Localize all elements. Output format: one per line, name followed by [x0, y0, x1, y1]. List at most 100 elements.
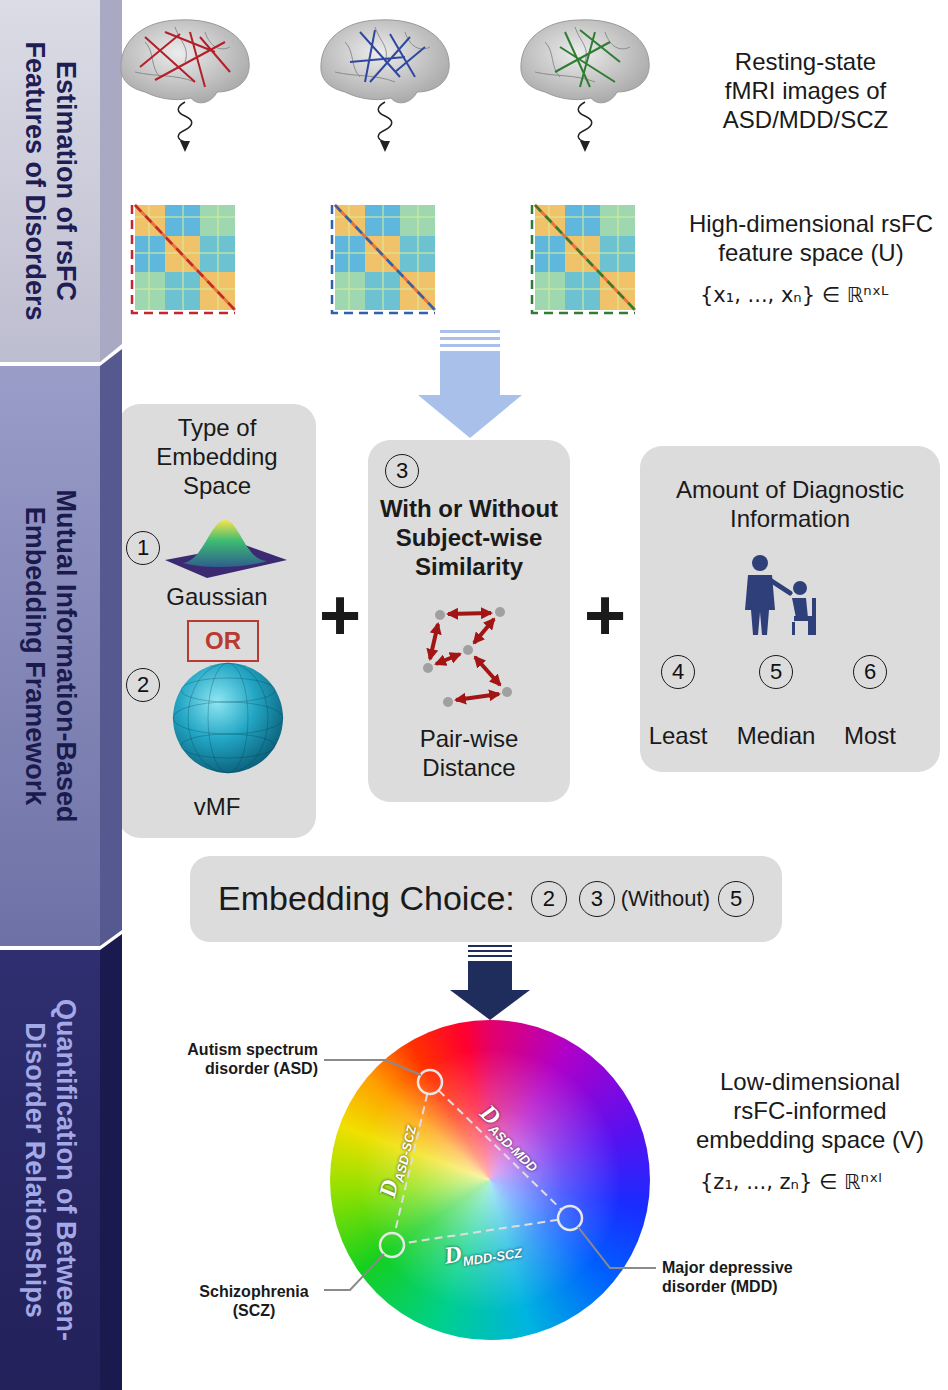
section-band: Quantification of Between-Disorder Relat… [0, 950, 100, 1390]
illustration-rect [440, 337, 500, 340]
text-holder: Pair-wise Distance [373, 725, 565, 783]
label-text: Schizophrenia (SCZ) [190, 1282, 318, 1320]
text-holder: {z₁, ..., zₙ} ∈ ℝⁿˣˡ [700, 1170, 882, 1195]
option-number: 6 [853, 655, 887, 689]
label-text: High-dimensional rsFC feature space (U) [686, 210, 936, 268]
illustration-circle [443, 697, 453, 707]
band-facet [100, 0, 122, 362]
vmf-sphere [173, 663, 283, 773]
number-text: 6 [864, 661, 876, 683]
label-text: {z₁, ..., zₙ} ∈ ℝⁿˣˡ [700, 1170, 882, 1195]
illustration-path [535, 27, 630, 82]
panel-text: Pair-wise Distance [373, 725, 565, 783]
number-text: 3 [396, 460, 408, 482]
text-holder: {x₁, ..., xₙ} ∈ ℝⁿˣᴸ [700, 283, 888, 308]
illustration-ellipse [208, 663, 248, 773]
illustration-path [578, 102, 592, 142]
choice-heading: Embedding Choice: [218, 879, 515, 918]
panel-text: Most [835, 722, 905, 751]
squiggle-arrow [578, 102, 592, 152]
panel-heading: Type of Embedding Space [128, 414, 306, 500]
matrix-outline [132, 205, 235, 313]
arrow-stripe [468, 950, 512, 952]
number-text: 2 [543, 888, 555, 910]
arrow-head [450, 990, 530, 1020]
number-text: 1 [137, 537, 149, 559]
text-holder: DASD-SCZ [358, 1147, 433, 1174]
or-text: OR [205, 629, 241, 653]
plus-sign: + [319, 572, 361, 658]
text-holder: + [319, 572, 361, 658]
brain-image [521, 20, 649, 103]
distance-label: DASD-SCZ [373, 1120, 416, 1199]
illustration-rect [440, 344, 500, 347]
text-holder: vMF [128, 793, 306, 822]
text-holder: DMDD-SCZ [444, 1237, 521, 1264]
illustration-circle [423, 663, 433, 673]
panel-heading: Amount of Diagnostic Information [650, 476, 930, 534]
illustration-circle [502, 687, 512, 697]
text-holder: Quantification of Between-Disorder Relat… [0, 1139, 255, 1201]
section-band: Estimation of rsFC Features of Disorders [0, 0, 100, 362]
illustration-circle [793, 581, 807, 595]
option-panel: Amount of Diagnostic InformationLeast Med… [640, 446, 940, 772]
brain-scans [121, 20, 649, 103]
illustration-rect [440, 351, 500, 396]
text-holder: Type of Embedding Space [128, 414, 306, 500]
illustration-path [178, 102, 192, 142]
option-number: 3 [579, 881, 615, 917]
connectivity-matrices [132, 205, 635, 313]
option-number: 3 [385, 454, 419, 488]
label-text: Low-dimensional rsFC-informed embedding … [690, 1068, 930, 1154]
illustration-ellipse [173, 702, 283, 734]
illustration-polygon [180, 141, 190, 152]
illustration-path [350, 30, 425, 82]
section-title: Quantification of Between-Disorder Relat… [19, 965, 81, 1375]
squiggle-arrow [178, 102, 192, 152]
illustration-ellipse [188, 663, 268, 773]
illustration-path [378, 102, 392, 142]
text-holder: Schizophrenia (SCZ) [190, 1282, 318, 1320]
option-number: 2 [126, 668, 160, 702]
distance-subscript: ASD-SCZ [391, 1124, 419, 1184]
text-holder: Gaussian [128, 583, 306, 612]
text-holder: DASD-MDD [473, 1123, 552, 1150]
flow-arrow [418, 330, 522, 438]
band-facet [100, 349, 122, 946]
text-holder: Resting-state fMRI images of ASD/MDD/SCZ [708, 48, 903, 134]
text-holder: Major depressive disorder (MDD) [662, 1258, 822, 1296]
illustration-circle [752, 555, 768, 571]
illustration-polygon [418, 395, 522, 438]
illustration-path [555, 30, 620, 87]
embedding-wheel: DASD-SCZ DASD-MDD DMDD-SCZ [330, 1020, 650, 1340]
plus-sign: + [584, 572, 626, 658]
illustration-ellipse [181, 678, 275, 702]
panel-text: Gaussian [128, 583, 306, 612]
illustration-rect [812, 598, 816, 635]
choice-text: (Without) [621, 886, 710, 911]
distance-label: DMDD-SCZ [442, 1231, 522, 1269]
or-box: OR [187, 620, 259, 662]
text-holder: + [584, 572, 626, 658]
text-holder: Amount of Diagnostic Information [650, 476, 930, 534]
section-band: Mutual Information-Based Embedding Frame… [0, 366, 100, 946]
illustration-polygon [380, 141, 390, 152]
section-title: Estimation of rsFC Features of Disorders [19, 16, 81, 346]
arrow-shaft [468, 961, 512, 991]
illustration-path [121, 20, 249, 103]
option-number: 1 [126, 531, 160, 565]
text-holder: Embedding Choice: [218, 879, 515, 918]
distance-subscript: ASD-MDD [485, 1121, 540, 1174]
option-number: 2 [531, 881, 567, 917]
illustration-ellipse [181, 734, 275, 758]
illustration-path [335, 27, 430, 82]
text-holder: Autism spectrum disorder (ASD) [170, 1040, 318, 1078]
panel-text: Median [736, 722, 816, 751]
illustration-rect [440, 330, 500, 333]
text-holder: Least [643, 722, 713, 751]
illustration-circle [435, 610, 445, 620]
matrix-outline [532, 205, 635, 313]
squiggle-arrow [378, 102, 392, 152]
text-holder: Median [736, 722, 816, 751]
